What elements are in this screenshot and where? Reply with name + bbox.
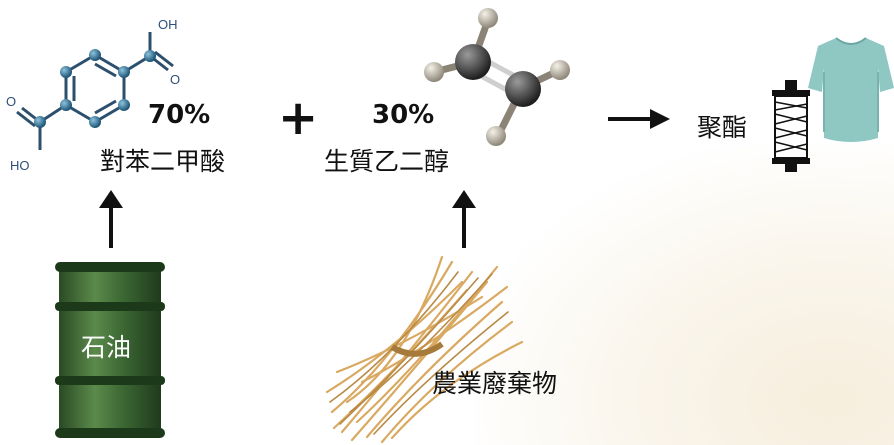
ho-label-bottom: HO [10,158,30,173]
o-label-top: O [170,72,180,87]
yarn-spool-icon [772,80,810,172]
terephthalic-name: 對苯二甲酸 [100,147,226,176]
arrow-right-icon [608,109,670,129]
petroleum-label: 石油 [81,333,132,362]
plus-operator: + [278,90,319,146]
glycol-name: 生質乙二醇 [324,147,450,176]
terephthalic-percent: 70% [148,100,211,130]
polyester-label: 聚酯 [697,113,748,142]
ethylene-glycol-molecule [424,8,570,146]
straw-bundle-icon [325,255,524,444]
oh-label-top: OH [158,17,178,32]
oil-barrel-icon [55,262,165,438]
arrow-up-icon-middle [452,190,476,248]
background-gradient [474,145,894,445]
glycol-percent: 30% [372,100,435,130]
tshirt-icon [808,37,894,142]
o-label-bottom: O [6,94,16,109]
terephthalic-acid-molecule: OH O O HO [6,17,180,173]
arrow-up-icon-left [99,190,123,248]
oil-barrel: 石油 [55,262,165,438]
agri-waste-label: 農業廢棄物 [432,369,558,398]
